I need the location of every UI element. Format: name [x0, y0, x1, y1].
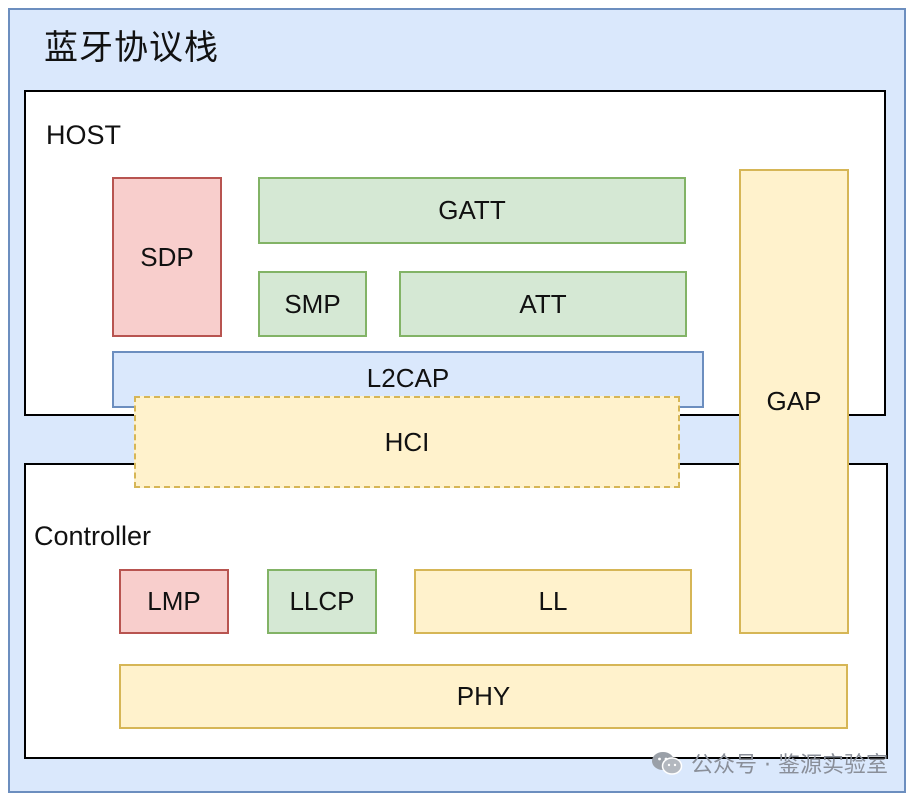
sdp-block: SDP: [112, 177, 222, 337]
phy-block: PHY: [119, 664, 848, 729]
wechat-icon: [651, 750, 683, 776]
ll-block: LL: [414, 569, 692, 634]
gap-block: GAP: [739, 169, 849, 634]
watermark: 公众号 · 鉴源实验室: [651, 747, 888, 779]
llcp-block: LLCP: [267, 569, 377, 634]
host-label: HOST: [46, 120, 122, 150]
watermark-text: 公众号 · 鉴源实验室: [691, 753, 888, 778]
lmp-block: LMP: [119, 569, 229, 634]
controller-label: Controller: [34, 521, 152, 551]
diagram-title: 蓝牙协议栈: [44, 28, 219, 68]
att-block: ATT: [399, 271, 687, 337]
smp-block: SMP: [258, 271, 367, 337]
hci-block: HCI: [134, 396, 680, 488]
gatt-block: GATT: [258, 177, 686, 244]
